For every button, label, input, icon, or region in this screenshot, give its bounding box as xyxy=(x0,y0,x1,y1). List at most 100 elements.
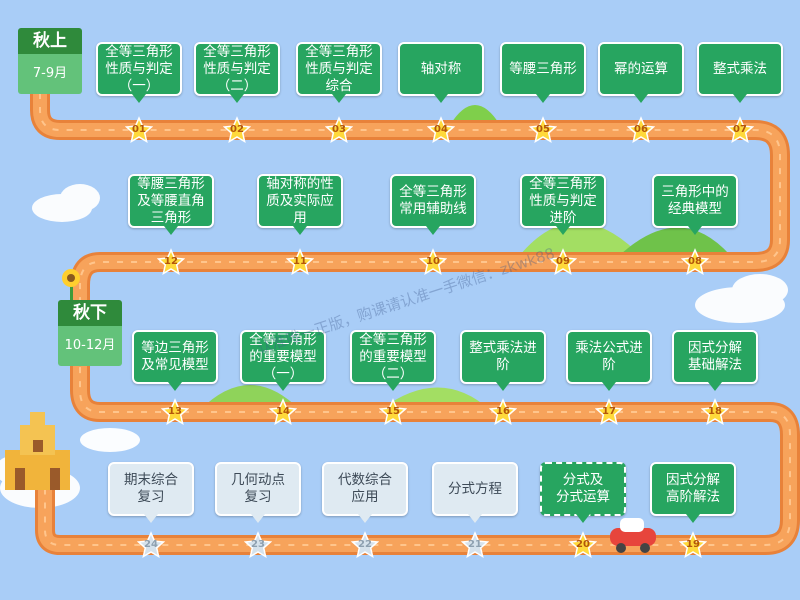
lesson-title: 期末综合复习 xyxy=(124,472,178,506)
card-pointer xyxy=(386,382,400,391)
lesson-star-23[interactable]: 23 xyxy=(243,531,273,559)
lesson-title: 幂的运算 xyxy=(614,61,668,78)
star-icon xyxy=(626,116,656,144)
lesson-title-line: 全等三角形 xyxy=(399,184,467,200)
lesson-card-09[interactable]: 全等三角形性质与判定进阶 xyxy=(520,174,606,235)
lesson-card-14[interactable]: 全等三角形的重要模型（一） xyxy=(240,330,326,391)
lesson-title: 乘法公式进阶 xyxy=(575,340,643,374)
lesson-star-01[interactable]: 01 xyxy=(124,116,154,144)
card-pointer xyxy=(168,382,182,391)
lesson-title: 全等三角形的重要模型（二） xyxy=(359,332,427,383)
lesson-star-03[interactable]: 03 xyxy=(324,116,354,144)
lesson-star-14[interactable]: 14 xyxy=(268,398,298,426)
lesson-card-07[interactable]: 整式乘法 xyxy=(697,42,783,103)
lesson-star-06[interactable]: 06 xyxy=(626,116,656,144)
lesson-star-08[interactable]: 08 xyxy=(680,248,710,276)
lesson-number: 09 xyxy=(556,256,570,267)
card-pointer xyxy=(276,382,290,391)
lesson-number: 06 xyxy=(634,124,648,135)
lesson-card-04[interactable]: 轴对称 xyxy=(398,42,484,103)
lesson-card-23[interactable]: 几何动点复习 xyxy=(215,462,301,523)
lesson-title-line: 全等三角形 xyxy=(203,43,271,60)
lesson-title-line: 性质与判定 xyxy=(203,60,271,77)
sunflower-icon xyxy=(62,269,80,306)
lesson-star-17[interactable]: 17 xyxy=(594,398,624,426)
season-months: 7-9月 xyxy=(18,54,82,94)
star-icon xyxy=(156,248,186,276)
lesson-card-18[interactable]: 因式分解基础解法 xyxy=(672,330,758,391)
lesson-card-03[interactable]: 全等三角形性质与判定综合 xyxy=(296,42,382,103)
lesson-card-17[interactable]: 乘法公式进阶 xyxy=(566,330,652,391)
lesson-title: 因式分解高阶解法 xyxy=(666,472,720,506)
star-icon xyxy=(488,398,518,426)
lesson-star-21[interactable]: 21 xyxy=(460,531,490,559)
lesson-card-02[interactable]: 全等三角形性质与判定（二） xyxy=(194,42,280,103)
lesson-card-12[interactable]: 等腰三角形及等腰直角三角形 xyxy=(128,174,214,235)
star-icon xyxy=(548,248,578,276)
card-pointer xyxy=(358,514,372,523)
lesson-star-10[interactable]: 10 xyxy=(418,248,448,276)
lesson-star-12[interactable]: 12 xyxy=(156,248,186,276)
star-icon xyxy=(528,116,558,144)
lesson-star-04[interactable]: 04 xyxy=(426,116,456,144)
card-pointer xyxy=(132,94,146,103)
lesson-star-20[interactable]: 20 xyxy=(568,531,598,559)
lesson-card-21[interactable]: 分式方程 xyxy=(432,462,518,523)
card-pointer xyxy=(733,94,747,103)
lesson-title: 全等三角形性质与判定（一） xyxy=(105,44,173,95)
lesson-title: 全等三角形常用辅助线 xyxy=(399,184,467,218)
lesson-card-22[interactable]: 代数综合应用 xyxy=(322,462,408,523)
lesson-star-22[interactable]: 22 xyxy=(350,531,380,559)
lesson-star-09[interactable]: 09 xyxy=(548,248,578,276)
lesson-star-18[interactable]: 18 xyxy=(700,398,730,426)
lesson-card-10[interactable]: 全等三角形常用辅助线 xyxy=(390,174,476,235)
lesson-card-01[interactable]: 全等三角形性质与判定（一） xyxy=(96,42,182,103)
lesson-title-line: 三角形 xyxy=(150,209,192,226)
lesson-title-line: 幂的运算 xyxy=(614,60,668,77)
card-pointer xyxy=(468,514,482,523)
lesson-card-20[interactable]: 分式及分式运算 xyxy=(540,462,626,523)
lesson-title-line: （一） xyxy=(118,77,160,94)
lesson-card-05[interactable]: 等腰三角形 xyxy=(500,42,586,103)
lesson-title: 等腰三角形及等腰直角三角形 xyxy=(137,176,205,227)
lesson-star-16[interactable]: 16 xyxy=(488,398,518,426)
cloud-icon xyxy=(32,184,100,222)
card-pointer xyxy=(686,514,700,523)
lesson-card-15[interactable]: 全等三角形的重要模型（二） xyxy=(350,330,436,391)
lesson-card-24[interactable]: 期末综合复习 xyxy=(108,462,194,523)
card-pointer xyxy=(293,226,307,235)
lesson-title-line: 整式乘法进 xyxy=(469,340,537,356)
lesson-star-05[interactable]: 05 xyxy=(528,116,558,144)
lesson-title: 全等三角形性质与判定进阶 xyxy=(529,176,597,227)
lesson-number: 17 xyxy=(602,406,616,417)
lesson-card-11[interactable]: 轴对称的性质及实际应用 xyxy=(257,174,343,235)
lesson-star-07[interactable]: 07 xyxy=(725,116,755,144)
lesson-star-11[interactable]: 11 xyxy=(285,248,315,276)
lesson-number: 18 xyxy=(708,406,722,417)
lesson-star-02[interactable]: 02 xyxy=(222,116,252,144)
star-icon xyxy=(160,398,190,426)
lesson-title-line: 性质与判定 xyxy=(105,60,173,77)
lesson-title-line: 分式运算 xyxy=(556,489,610,505)
card-pointer xyxy=(434,94,448,103)
lesson-star-19[interactable]: 19 xyxy=(678,531,708,559)
lesson-title-line: 轴对称的性 xyxy=(266,175,334,192)
lesson-card-13[interactable]: 等边三角形及常见模型 xyxy=(132,330,218,391)
card-pointer xyxy=(144,514,158,523)
lesson-card-06[interactable]: 幂的运算 xyxy=(598,42,684,103)
lesson-star-15[interactable]: 15 xyxy=(378,398,408,426)
lesson-star-13[interactable]: 13 xyxy=(160,398,190,426)
lesson-card-19[interactable]: 因式分解高阶解法 xyxy=(650,462,736,523)
star-icon xyxy=(268,398,298,426)
lesson-title-line: 因式分解 xyxy=(688,340,742,356)
lesson-card-08[interactable]: 三角形中的经典模型 xyxy=(652,174,738,235)
lesson-card-16[interactable]: 整式乘法进阶 xyxy=(460,330,546,391)
star-icon xyxy=(285,248,315,276)
lesson-number: 03 xyxy=(332,124,346,135)
star-icon xyxy=(568,531,598,559)
star-icon xyxy=(460,531,490,559)
lesson-title-line: 乘法公式进 xyxy=(575,340,643,356)
lesson-star-24[interactable]: 24 xyxy=(136,531,166,559)
lesson-number: 16 xyxy=(496,406,510,417)
lesson-title-line: 分式方程 xyxy=(448,480,502,497)
